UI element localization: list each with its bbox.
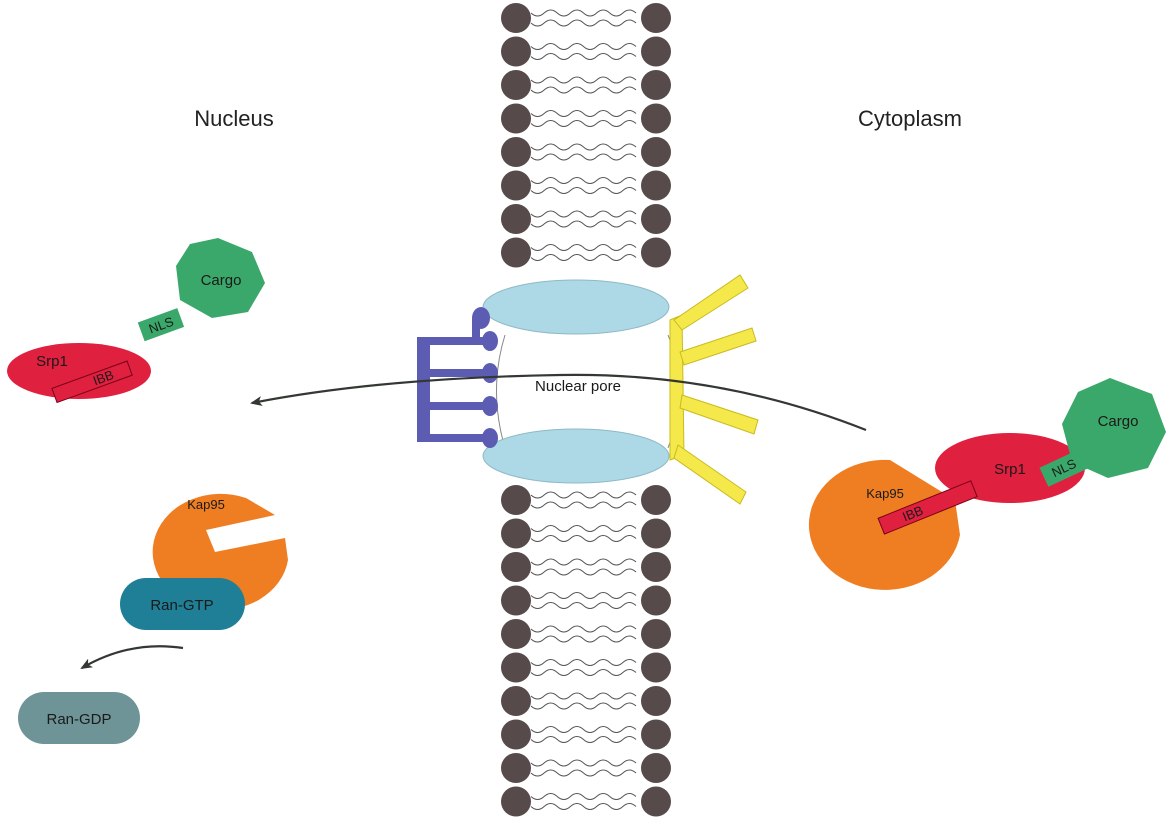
lipid-head [641, 720, 671, 750]
lipid-head [641, 686, 671, 716]
lipid-tails [531, 526, 636, 542]
lipid-head [501, 37, 531, 67]
lipid-tails [531, 626, 636, 642]
lipid-head [501, 686, 531, 716]
lipid-tails [531, 178, 636, 194]
lipid-tails [531, 492, 636, 508]
lipid-head [501, 720, 531, 750]
cytoplasm-cargo-label: Cargo [1098, 413, 1139, 430]
lipid-head [501, 70, 531, 100]
lipid-head [501, 3, 531, 33]
lipid-head [641, 787, 671, 817]
lipid-head [641, 653, 671, 683]
lipid-head [641, 37, 671, 67]
cytoplasm-import-complex: Kap95 Srp1 IBB Cargo NLS [809, 378, 1166, 590]
nuclear-pore-label: Nuclear pore [535, 378, 621, 395]
lipid-head [501, 485, 531, 515]
lipid-head [641, 552, 671, 582]
lipid-tails [531, 144, 636, 160]
nucleus-kap95-ran-complex: Kap95 Ran-GTP [120, 494, 288, 630]
lipid-head [501, 653, 531, 683]
lipid-head [501, 137, 531, 167]
lipid-tails [531, 794, 636, 810]
cytoplasmic-filaments [670, 275, 758, 504]
lipid-head [641, 104, 671, 134]
lipid-tails [531, 593, 636, 609]
lipid-head [641, 3, 671, 33]
lipid-tails [531, 111, 636, 127]
lipid-head [501, 104, 531, 134]
lipid-head [501, 519, 531, 549]
lipid-tails [531, 693, 636, 709]
lipid-tails [531, 559, 636, 575]
gtp-hydrolysis-arrow [82, 646, 183, 668]
cytoplasm-label: Cytoplasm [858, 106, 962, 131]
nucleus-srp1-cargo-complex: Cargo NLS IBB Srp1 [7, 238, 265, 403]
lipid-head [641, 519, 671, 549]
lipid-head [641, 171, 671, 201]
nucleus-label: Nucleus [194, 106, 273, 131]
lipid-tails [531, 245, 636, 261]
lipid-tails [531, 77, 636, 93]
pore-ring-top [483, 280, 669, 334]
lipid-head [641, 619, 671, 649]
ran-gdp-label: Ran-GDP [46, 711, 111, 728]
lipid-tails [531, 660, 636, 676]
lipid-head [641, 238, 671, 268]
lipid-head [641, 204, 671, 234]
lipid-head [641, 485, 671, 515]
lipid-head [501, 238, 531, 268]
lipid-head [641, 137, 671, 167]
lipid-tails [531, 727, 636, 743]
nucleus-srp1-label: Srp1 [36, 353, 68, 370]
nucleus-kap95-label: Kap95 [187, 497, 225, 512]
pore-ring-bottom [483, 429, 669, 483]
lipid-tails [531, 760, 636, 776]
cytoplasm-kap95-label: Kap95 [866, 486, 904, 501]
lipid-head [501, 586, 531, 616]
ran-gtp-label: Ran-GTP [150, 597, 213, 614]
lipid-head [501, 753, 531, 783]
lipid-head [501, 619, 531, 649]
lipid-head [501, 552, 531, 582]
lipid-head [641, 586, 671, 616]
lipid-head [501, 204, 531, 234]
lipid-head [641, 753, 671, 783]
lipid-tails [531, 211, 636, 227]
lipid-tails [531, 10, 636, 26]
lipid-head [641, 70, 671, 100]
cytoplasm-srp1-label: Srp1 [994, 461, 1026, 478]
lipid-tails [531, 44, 636, 60]
nucleus-cargo-label: Cargo [201, 272, 242, 289]
lipid-head [501, 171, 531, 201]
lipid-head [501, 787, 531, 817]
